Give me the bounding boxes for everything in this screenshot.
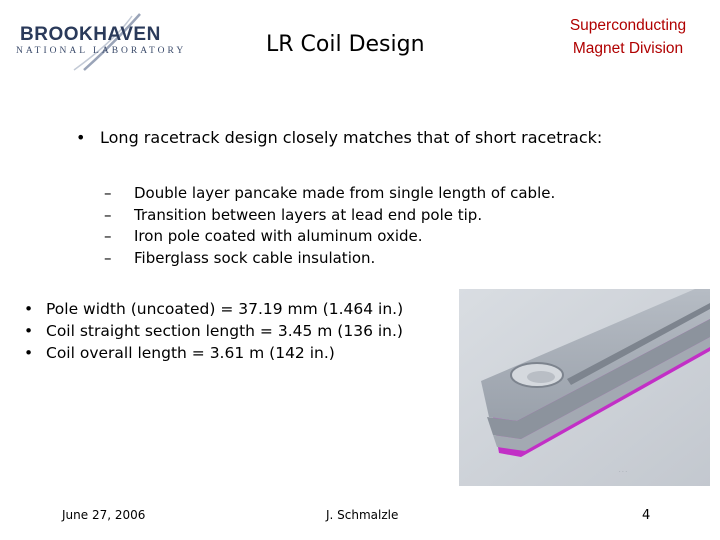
- division-line-1: Superconducting: [569, 17, 687, 34]
- brookhaven-logo: BROOKHAVEN NATIONAL LABORATORY: [14, 12, 183, 72]
- page-number: 4: [642, 508, 651, 523]
- list-item: – Double layer pancake made from single …: [104, 183, 555, 205]
- division-line-2: Magnet Division: [572, 40, 684, 57]
- logo-swoosh-icon: [73, 13, 141, 71]
- dash-icon: –: [104, 227, 112, 245]
- bullet-icon: •: [76, 128, 86, 147]
- list-item: – Iron pole coated with aluminum oxide.: [104, 226, 555, 248]
- footer-date: June 27, 2006: [62, 508, 146, 522]
- list-item: • Coil straight section length = 3.45 m …: [24, 320, 403, 342]
- list-item: • Pole width (uncoated) = 37.19 mm (1.46…: [24, 298, 403, 320]
- page-title: LR Coil Design: [266, 32, 425, 57]
- intro-text: Long racetrack design closely matches th…: [100, 128, 603, 147]
- list-item: • Coil overall length = 3.61 m (142 in.): [24, 342, 403, 364]
- division-label: Superconducting Magnet Division: [548, 14, 708, 60]
- bullet-icon: •: [24, 300, 34, 318]
- intro-bullet: • Long racetrack design closely matches …: [76, 128, 606, 148]
- list-item: – Fiberglass sock cable insulation.: [104, 248, 555, 270]
- dash-icon: –: [104, 184, 112, 202]
- main-list: • Pole width (uncoated) = 37.19 mm (1.46…: [24, 298, 403, 364]
- list-item-text: Fiberglass sock cable insulation.: [134, 248, 376, 267]
- list-item-text: Transition between layers at lead end po…: [134, 205, 483, 224]
- dash-icon: –: [104, 248, 112, 267]
- bullet-icon: •: [24, 322, 34, 340]
- dash-icon: –: [104, 205, 112, 224]
- svg-text:· · ·: · · ·: [619, 469, 627, 475]
- logo-sub-text: NATIONAL LABORATORY: [16, 46, 187, 56]
- footer-author: J. Schmalzle: [326, 508, 399, 522]
- coil-cad-render-image: · · ·: [459, 289, 710, 486]
- list-item: – Transition between layers at lead end …: [104, 205, 555, 227]
- sub-list: – Double layer pancake made from single …: [104, 183, 555, 269]
- logo-main-text: BROOKHAVEN: [20, 24, 161, 45]
- bullet-icon: •: [24, 344, 34, 362]
- list-item-text: Coil overall length = 3.61 m (142 in.): [46, 344, 335, 362]
- list-item-text: Double layer pancake made from single le…: [134, 184, 556, 202]
- list-item-text: Pole width (uncoated) = 37.19 mm (1.464 …: [46, 300, 404, 318]
- list-item-text: Coil straight section length = 3.45 m (1…: [46, 322, 403, 340]
- list-item-text: Iron pole coated with aluminum oxide.: [134, 227, 423, 245]
